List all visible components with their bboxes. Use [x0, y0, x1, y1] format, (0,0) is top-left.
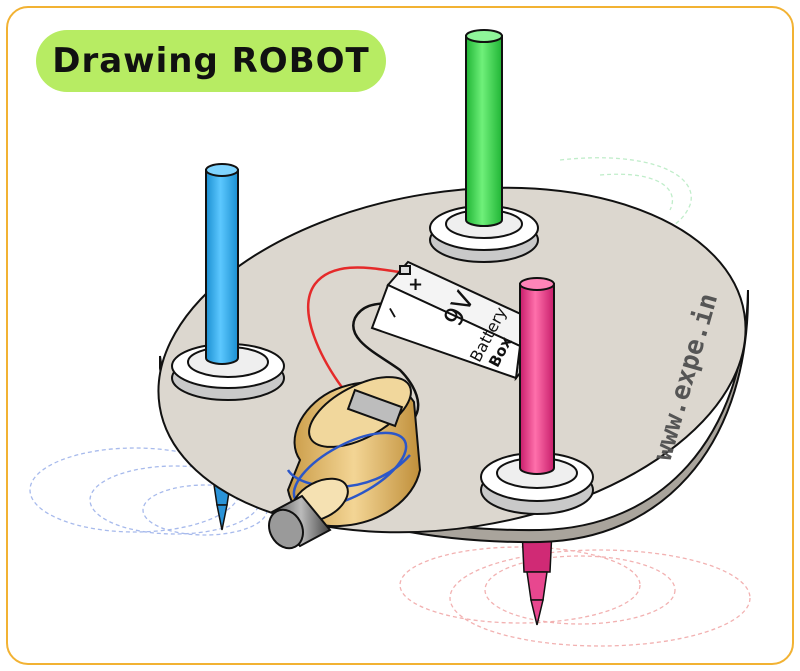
pink-pen	[519, 277, 555, 475]
black-wire	[352, 300, 420, 432]
blue-pen	[205, 163, 239, 365]
pink-pen-holder	[480, 452, 594, 515]
pink-trace-circle	[484, 555, 676, 625]
blue-pen-holder	[171, 343, 285, 401]
pink-pen-tip	[521, 529, 553, 626]
green-pen	[465, 29, 503, 227]
page-title: Drawing ROBOT	[52, 41, 370, 81]
motor	[268, 376, 422, 550]
battery-terminal	[399, 265, 411, 275]
battery-plus-sign: +	[408, 274, 423, 295]
motor-terminal-plate	[346, 388, 404, 428]
pink-trace-circle	[449, 549, 751, 647]
title-banner: Drawing ROBOT	[36, 30, 386, 92]
motor-shaft-end	[268, 508, 304, 550]
green-trace-arc	[599, 173, 674, 211]
pink-trace-circle	[399, 546, 641, 624]
red-wire	[306, 266, 401, 399]
battery-box-face	[370, 283, 522, 380]
pink-trace-circles	[399, 546, 751, 647]
